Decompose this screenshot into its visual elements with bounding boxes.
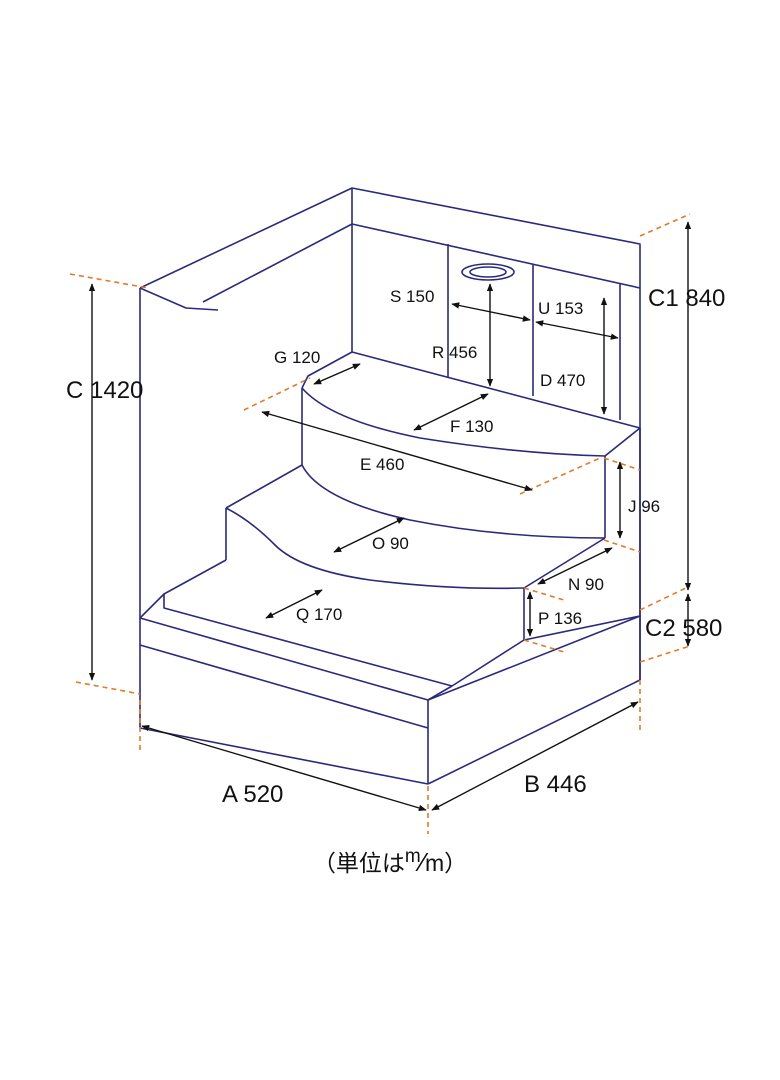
top-step-surface xyxy=(351,351,641,457)
dim-c-label: C 1420 xyxy=(66,377,143,404)
left-wall-rim xyxy=(139,287,219,311)
unit-note: （単位はm⁄m） xyxy=(0,844,780,878)
dimension-labels: C 1420 C1 840 C2 580 A 520 B 446 D 470 R… xyxy=(66,285,725,808)
base-left-bottom xyxy=(139,727,429,785)
dim-j-label: J 96 xyxy=(628,497,660,516)
unit-note-slash: ⁄ xyxy=(420,847,425,877)
bottom-step-lip xyxy=(139,617,429,701)
dim-g-label: G 120 xyxy=(274,348,320,367)
dim-b-arrow xyxy=(431,701,639,811)
dim-r-label: R 456 xyxy=(432,343,477,362)
overflow-outlet-inner xyxy=(469,266,507,278)
unit-note-top: m xyxy=(404,846,421,867)
middle-step-curved-front xyxy=(225,507,525,590)
dimension-arrows xyxy=(88,221,692,812)
floor-edge-right xyxy=(523,615,641,641)
bottom-step-lip-lower xyxy=(139,644,429,729)
bottom-step-back-edge xyxy=(451,639,525,687)
dim-g-arrow xyxy=(313,363,361,385)
dim-a-label: A 520 xyxy=(222,781,283,808)
overflow-outlet xyxy=(461,263,515,281)
left-wall-inner-edge xyxy=(202,223,353,303)
dim-u-label: U 153 xyxy=(538,299,583,318)
dim-c2-label: C2 580 xyxy=(645,615,722,642)
extension-lines xyxy=(69,213,691,834)
unit-note-suffix: ） xyxy=(444,850,468,876)
base-right-bottom xyxy=(427,679,641,785)
unit-note-prefix: （単位は xyxy=(312,850,405,876)
dim-q-arrow xyxy=(265,589,323,619)
dim-s-arrow xyxy=(451,302,531,322)
dim-q-label: Q 170 xyxy=(296,605,342,624)
dim-b-label: B 446 xyxy=(524,771,587,798)
dim-d-label: D 470 xyxy=(540,371,585,390)
dim-u-arrow xyxy=(535,320,619,340)
dim-n-label: N 90 xyxy=(568,575,604,594)
dim-f-label: F 130 xyxy=(450,417,493,436)
dim-o-label: O 90 xyxy=(372,534,409,553)
bottom-step-top xyxy=(163,559,453,687)
top-step-back-edge xyxy=(301,351,353,389)
dim-s-label: S 150 xyxy=(390,287,434,306)
dim-e-label: E 460 xyxy=(360,455,404,474)
dim-a-arrow xyxy=(141,724,427,812)
bottom-step-front-top xyxy=(139,593,165,619)
dim-e-arrow xyxy=(261,410,533,492)
dim-p-label: P 136 xyxy=(538,609,582,628)
top-step-riser-bottom xyxy=(301,464,606,539)
dim-o-arrow xyxy=(333,517,405,553)
floor-mid-right xyxy=(427,615,641,701)
dim-c1-label: C1 840 xyxy=(648,285,725,312)
middle-step-back-edge xyxy=(225,464,303,509)
unit-outline xyxy=(139,187,641,785)
dim-n-arrow xyxy=(537,547,613,585)
back-wall-inner-edge xyxy=(351,223,641,289)
unit-note-bottom: m xyxy=(425,850,445,876)
